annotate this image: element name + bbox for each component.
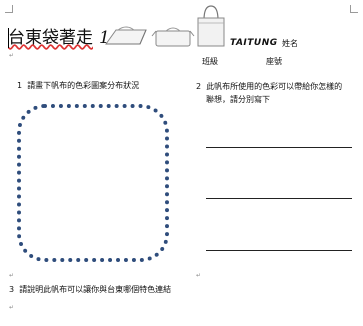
paragraph-mark: ↵ <box>9 304 15 311</box>
name-label: 姓名 <box>282 39 298 48</box>
question-number: 2 <box>196 82 202 91</box>
document-title[interactable]: 台東袋著走 1 <box>8 27 110 49</box>
page-corner-mark <box>350 5 358 13</box>
bag-icon <box>102 24 150 50</box>
question-text: 請畫下帆布的色彩圖案分布狀況 <box>27 81 140 90</box>
question-3: 3 請說明此帆布可以讓你與台東哪個特色連結 <box>9 284 171 295</box>
bag-icon <box>150 24 196 50</box>
title-number: 1 <box>99 28 110 48</box>
paragraph-mark: ↵ <box>196 272 202 279</box>
text-cursor <box>8 28 9 48</box>
question-2: 2 此帆布所使用的色彩可以帶給你怎樣的 聯想，請分別寫下 <box>196 80 342 106</box>
question-text: 請說明此帆布可以讓你與台東哪個特色連結 <box>19 285 172 294</box>
question-number: 3 <box>9 285 15 294</box>
question-text-continued: 聯想，請分別寫下 <box>206 95 270 104</box>
page-corner-mark <box>5 5 13 13</box>
drawing-area-frame <box>17 104 169 262</box>
answer-line[interactable] <box>206 250 352 251</box>
question-1: 1 請畫下帆布的色彩圖案分布狀況 <box>17 80 139 91</box>
tote-bag-icon <box>196 4 226 48</box>
class-label: 班級 <box>202 57 218 66</box>
question-text: 此帆布所使用的色彩可以帶給你怎樣的 <box>206 82 343 91</box>
question-number: 1 <box>17 81 23 90</box>
answer-line[interactable] <box>206 198 352 199</box>
paragraph-mark: ↵ <box>9 272 15 279</box>
brand-label: TAITUNG <box>230 38 278 48</box>
answer-line[interactable] <box>206 147 352 148</box>
title-text: 台東袋著走 <box>8 28 93 48</box>
paragraph-mark: ↵ <box>9 52 15 59</box>
seat-label: 座號 <box>266 57 282 66</box>
